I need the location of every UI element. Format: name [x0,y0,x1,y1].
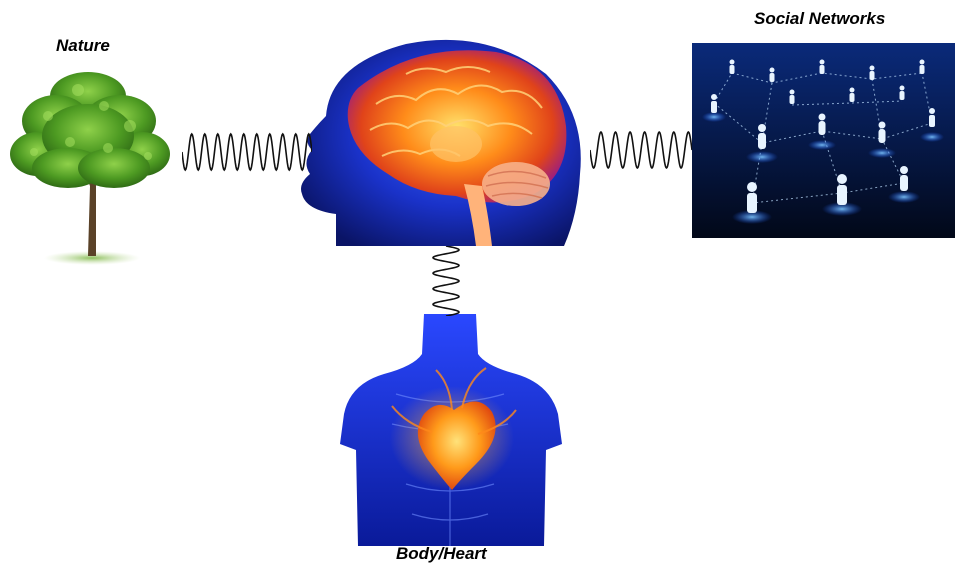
social-networks-label: Social Networks [754,9,885,29]
nature-label: Nature [56,36,110,56]
tree-icon [8,66,170,266]
brain-social-wave-connector [590,128,692,172]
brain-body-wave-connector [428,246,464,316]
people-network-icon [692,43,955,238]
brain-head-icon [296,34,586,246]
nature-brain-wave-connector [182,130,312,174]
torso-heart-icon [336,314,564,546]
body-heart-label: Body/Heart [396,544,487,564]
